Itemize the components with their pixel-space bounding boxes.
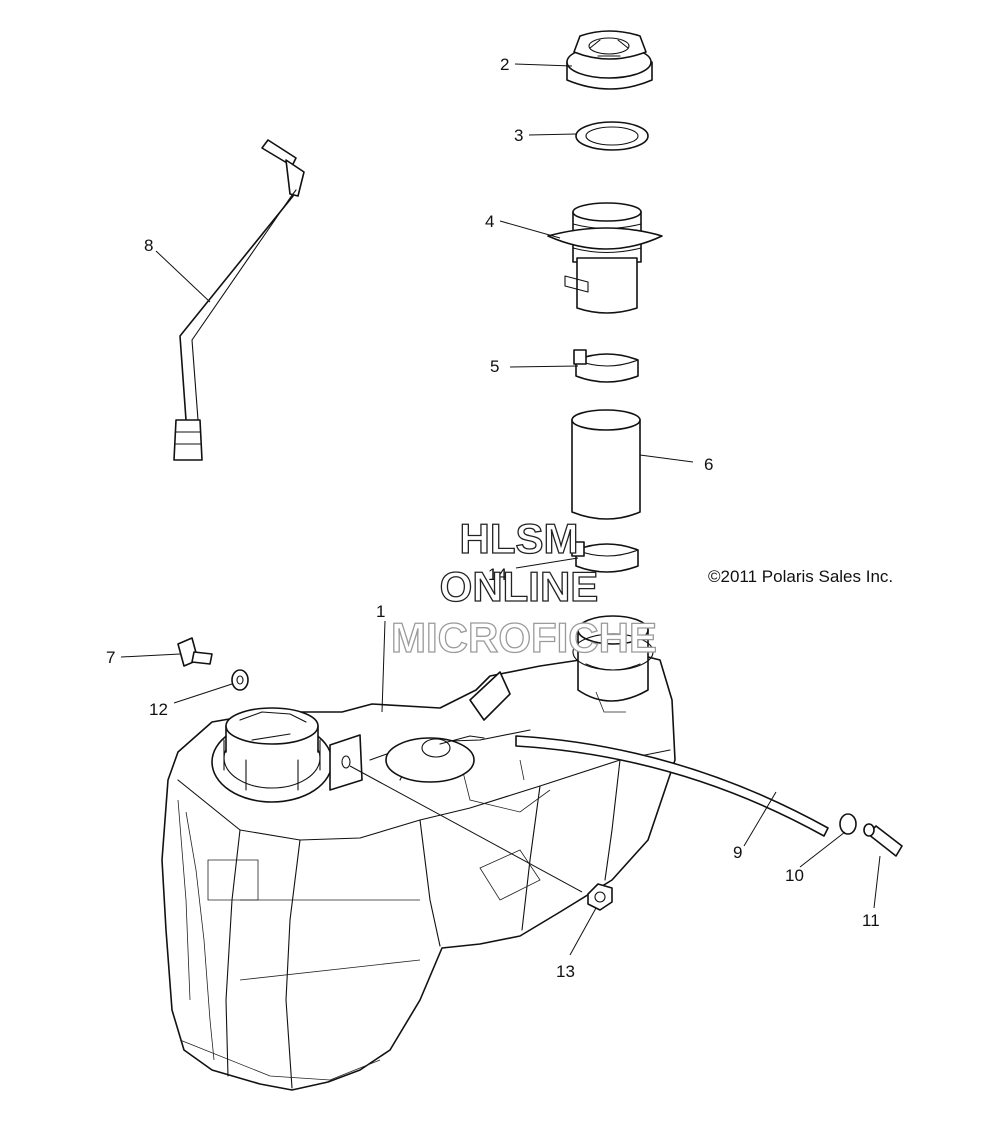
washer[interactable] [231, 669, 249, 691]
callout-labels: 2 3 4 5 6 14 1 7 12 8 9 10 11 13 [106, 55, 880, 981]
copyright-text: ©2011 Polaris Sales Inc. [708, 567, 893, 586]
upper-hose-clamp[interactable] [573, 349, 639, 383]
callout-7: 7 [106, 648, 115, 667]
nut[interactable] [587, 883, 613, 911]
fuel-cap[interactable] [566, 30, 653, 90]
callout-13: 13 [556, 962, 575, 981]
callout-10: 10 [785, 866, 804, 885]
callout-11: 11 [862, 911, 880, 930]
callout-3: 3 [514, 126, 523, 145]
check-valve[interactable] [863, 823, 903, 857]
callout-8: 8 [144, 236, 153, 255]
watermark: HLSM ONLINE MICROFICHE [390, 514, 657, 661]
fuel-tank[interactable] [161, 615, 676, 1091]
leader-lines [120, 63, 881, 956]
plug[interactable] [839, 813, 857, 835]
watermark-line-1: HLSM [460, 515, 579, 562]
vent-line[interactable] [173, 139, 305, 461]
callout-4: 4 [485, 212, 494, 231]
callout-2: 2 [500, 55, 509, 74]
watermark-line-3: MICROFICHE [391, 614, 657, 661]
watermark-line-2: ONLINE [440, 563, 599, 610]
gasket[interactable] [575, 121, 649, 151]
callout-14: 14 [488, 565, 507, 584]
fill-hose[interactable] [571, 409, 641, 520]
callout-5: 5 [490, 357, 499, 376]
callout-6: 6 [704, 455, 713, 474]
callout-1: 1 [376, 602, 385, 621]
lower-hose-clamp[interactable] [571, 541, 639, 573]
bolt[interactable] [177, 637, 213, 667]
callout-9: 9 [733, 843, 742, 862]
filler-neck[interactable] [547, 202, 663, 314]
callout-12: 12 [149, 700, 168, 719]
vent-hose[interactable] [515, 735, 829, 837]
